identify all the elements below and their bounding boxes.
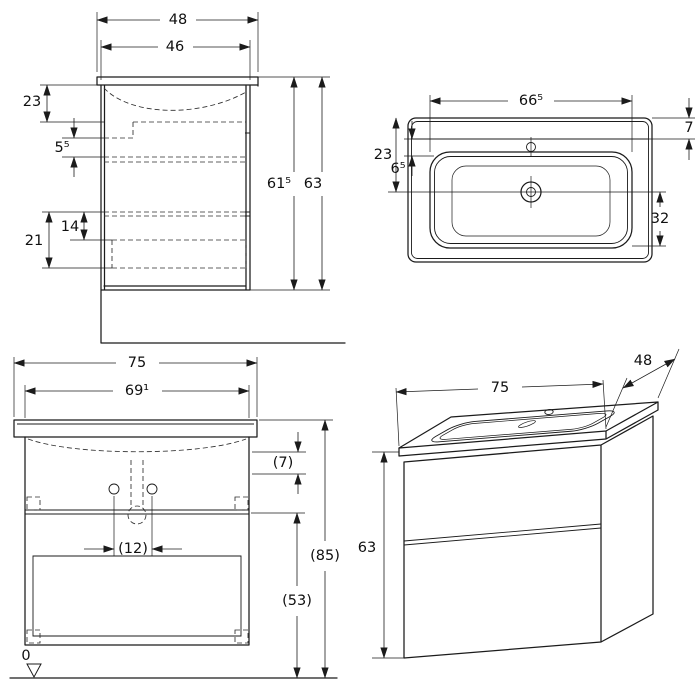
mounting-hole-right <box>146 483 158 495</box>
dim-line-48p <box>622 358 676 389</box>
front-dim-12: (12) <box>118 541 148 557</box>
persp-cabinet <box>403 415 654 659</box>
side-dim-21: 21 <box>25 233 43 249</box>
side-front-notches <box>245 132 250 217</box>
persp-drawer-divider <box>403 523 602 546</box>
side-dim-63: 63 <box>304 176 322 192</box>
side-section-view: 48 46 23 5⁵ 14 21 61⁵ 63 <box>23 12 346 344</box>
persp-dim-63: 63 <box>358 540 376 556</box>
basin-bowl-floor <box>451 165 611 237</box>
top-plan-view: 66⁵ 7 23 6⁵ 32 <box>374 93 695 263</box>
persp-basin-edge-band <box>398 401 659 457</box>
front-dim-85: (85) <box>310 548 340 564</box>
front-elevation-view: 75 69¹ (7) (12) (85) (53) 0 <box>9 355 340 679</box>
side-outline <box>96 76 346 344</box>
persp-basin-top <box>398 401 659 449</box>
front-basin-outline <box>13 419 258 438</box>
persp-extension-lines <box>372 348 680 659</box>
front-hidden-details <box>26 438 249 644</box>
front-dim-7: (7) <box>273 455 294 471</box>
basin-rim-inner-line <box>411 121 649 259</box>
front-lower-drawer-panel <box>32 555 242 637</box>
side-dim-46: 46 <box>166 39 184 55</box>
plan-dim-6-5: 6⁵ <box>390 161 405 177</box>
persp-drain <box>515 420 539 428</box>
basin-outer-rim <box>407 117 653 263</box>
mounting-hole-left <box>108 483 120 495</box>
siphon-hidden-circle <box>127 505 147 525</box>
persp-bowl-inner <box>434 412 612 440</box>
side-dim-48: 48 <box>169 12 187 28</box>
plan-extension-lines <box>388 95 695 247</box>
front-drawer-divider <box>25 509 249 515</box>
front-dim-53: (53) <box>282 593 312 609</box>
front-datum-zero: 0 <box>21 648 30 664</box>
plan-dim-7: 7 <box>684 120 693 136</box>
side-dim-61-5: 61⁵ <box>267 176 291 192</box>
plan-dim-23: 23 <box>374 147 392 163</box>
persp-dim-75: 75 <box>491 380 509 396</box>
front-dim-75: 75 <box>128 355 146 371</box>
front-cabinet-outline <box>24 436 250 646</box>
datum-level-symbol <box>26 663 42 679</box>
plan-dim-32: 32 <box>651 211 669 227</box>
front-extension-lines <box>13 357 333 556</box>
side-dim-14: 14 <box>61 219 79 235</box>
persp-dim-48: 48 <box>634 353 652 369</box>
side-dim-5-5: 5⁵ <box>54 140 69 156</box>
persp-faucet-hole <box>544 409 554 415</box>
perspective-view: 75 48 63 <box>358 348 680 659</box>
side-extension-lines <box>40 12 330 291</box>
side-dim-23: 23 <box>23 94 41 110</box>
dim-line-75p <box>395 387 479 396</box>
side-hidden-details <box>103 87 247 269</box>
front-dim-69-1: 69¹ <box>125 383 149 399</box>
plan-dim-66-5: 66⁵ <box>519 93 543 109</box>
dim-line-75p <box>521 380 604 389</box>
persp-bowl-outer <box>424 410 622 443</box>
